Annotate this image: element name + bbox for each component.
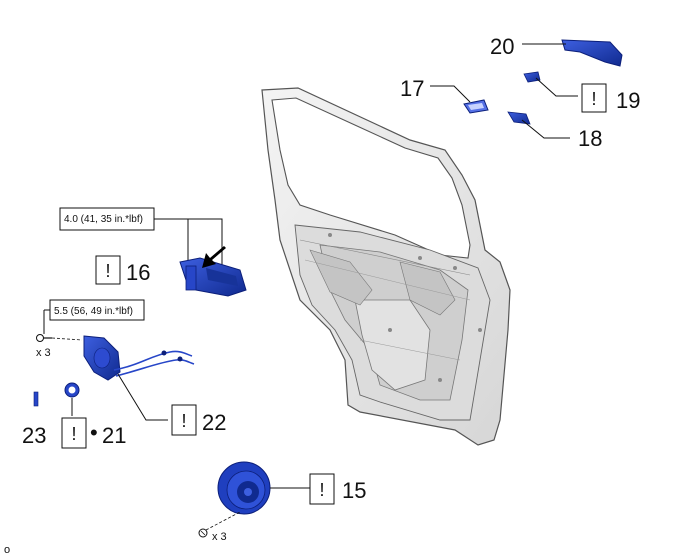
screw-icon [36, 334, 52, 342]
lock-motor-part-22 [83, 335, 121, 381]
callout-17: 17 [400, 76, 424, 101]
warning-box-22 [171, 404, 197, 436]
quantity-label-left: x 3 [36, 347, 51, 359]
callout-23: 23 [22, 423, 46, 448]
handle-pad-part-18 [507, 111, 531, 125]
cable-assembly [113, 350, 195, 377]
grommet-part-21 [64, 382, 80, 398]
door-lock-part-16 [179, 257, 247, 297]
warning-icon-21: ! [71, 424, 76, 444]
callout-18: 18 [578, 126, 602, 151]
direction-arrow-icon [202, 246, 226, 268]
leader-18 [521, 119, 570, 139]
torque-spec-upper: 4.0 (41, 35 in.*lbf) [64, 214, 143, 225]
warning-icon-15: ! [319, 480, 324, 500]
warning-box-21 [61, 417, 87, 449]
speaker-part-15 [217, 461, 271, 515]
screw-dashed-line [51, 337, 83, 341]
speaker-screw-dashed-line [205, 511, 241, 531]
warning-icon-19: ! [591, 89, 596, 109]
handle-cover-part-19 [523, 71, 541, 83]
outside-handle-part [561, 39, 623, 67]
warning-box-15 [309, 473, 335, 505]
leader-19 [535, 77, 578, 97]
leader-22 [117, 373, 168, 421]
clip-part-23 [33, 391, 39, 407]
rear-door-panel [261, 87, 511, 446]
speaker-screw-icon [198, 528, 208, 538]
warning-box-19 [581, 83, 607, 113]
warning-icon-16: ! [105, 261, 110, 281]
bullet-21: • [90, 420, 98, 445]
callout-19: 19 [616, 88, 640, 113]
leader-17 [430, 85, 471, 103]
corner-label: o [4, 544, 10, 556]
quantity-label-speaker: x 3 [212, 531, 227, 543]
torque-spec-lower: 5.5 (56, 49 in.*lbf) [54, 306, 133, 317]
callout-15: 15 [342, 478, 366, 503]
warning-box-16 [95, 255, 121, 285]
callout-22: 22 [202, 410, 226, 435]
callout-16: 16 [126, 260, 150, 285]
handle-pad-part-17 [463, 99, 489, 114]
warning-icon-22: ! [181, 411, 186, 431]
callout-21: 21 [102, 423, 126, 448]
callout-20: 20 [490, 34, 514, 59]
